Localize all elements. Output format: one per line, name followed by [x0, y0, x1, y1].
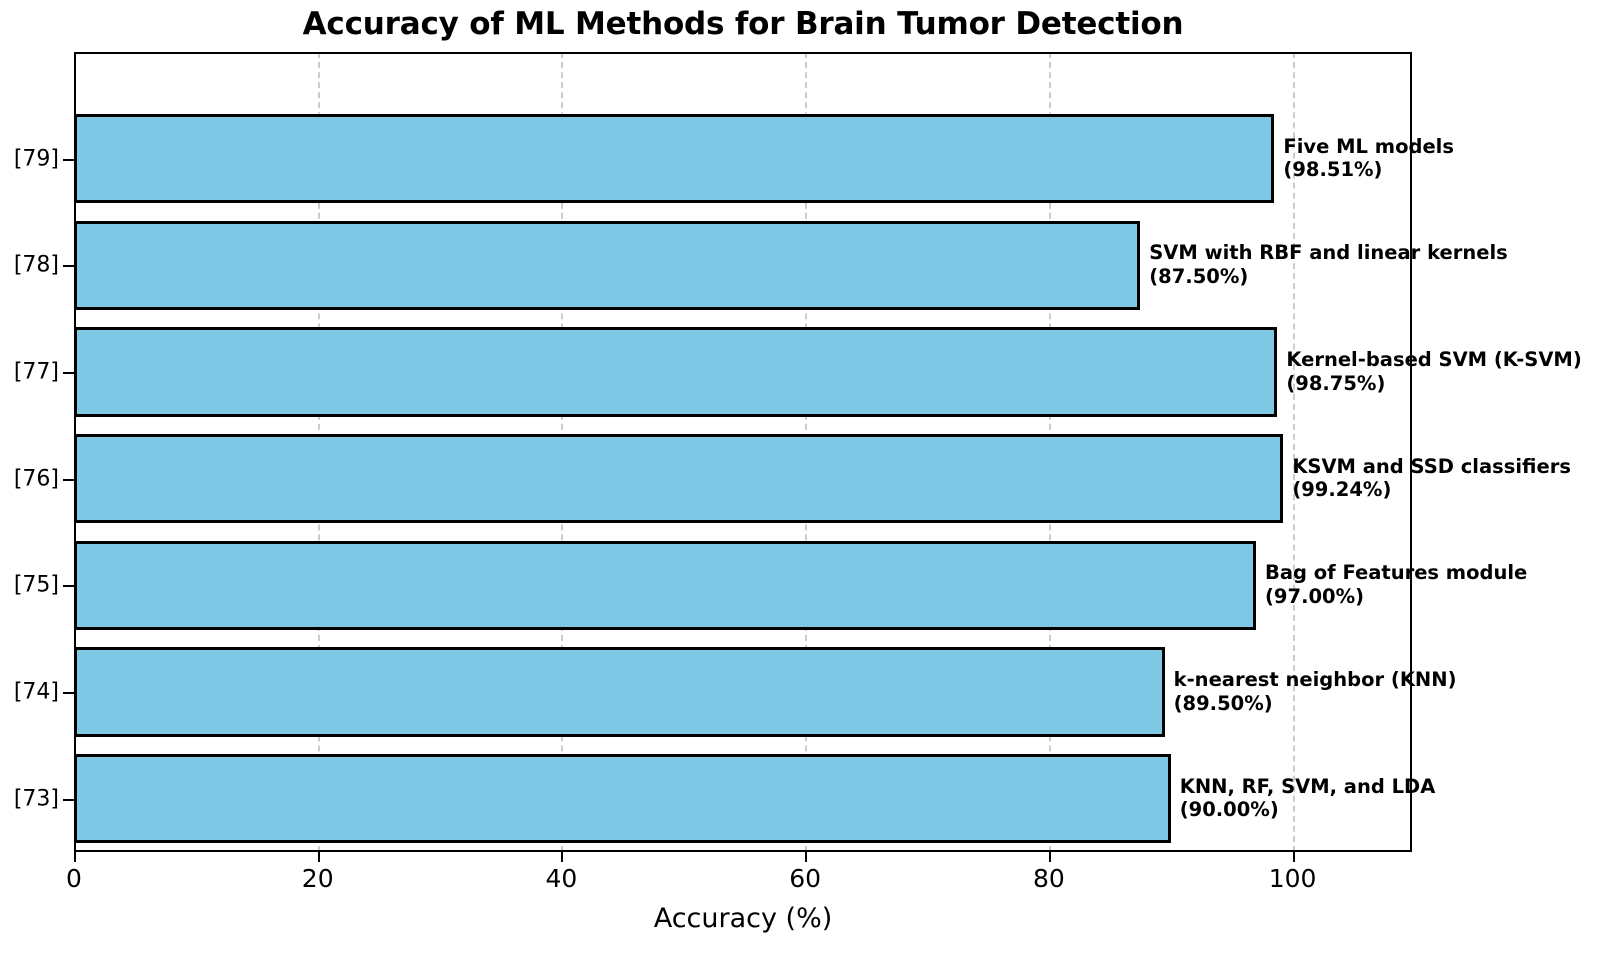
- bar-annotation-method: SVM with RBF and linear kernels: [1149, 241, 1508, 265]
- bar-77[interactable]: [74, 327, 1278, 417]
- bar-annotation-value: (89.50%): [1173, 691, 1273, 715]
- bar-annotation: Bag of Features module(97.00%): [1256, 562, 1527, 610]
- bar-row: Bag of Features module(97.00%): [74, 540, 1527, 631]
- x-tick-label-40: 40: [545, 864, 578, 893]
- bar-annotation-value: (98.75%): [1286, 371, 1386, 395]
- bar-row: Kernel-based SVM (K-SVM)(98.75%): [74, 327, 1582, 417]
- y-tick-label-77: [77]: [13, 359, 59, 385]
- x-tick-mark-80: [1048, 852, 1051, 862]
- y-tick-label-74: [74]: [13, 679, 59, 705]
- bar-76[interactable]: [74, 433, 1284, 524]
- bar-annotation: k-nearest neighbor (KNN)(89.50%): [1165, 668, 1457, 716]
- y-tick-mark: [63, 478, 74, 481]
- x-tick-mark-100: [1292, 852, 1295, 862]
- x-tick-label-100: 100: [1268, 864, 1317, 893]
- bar-row: KSVM and SSD classifiers(99.24%): [74, 433, 1571, 524]
- x-tick-mark-40: [561, 852, 564, 862]
- y-tick-mark: [63, 372, 74, 374]
- bar-75[interactable]: [74, 540, 1257, 631]
- bar-73[interactable]: [74, 753, 1171, 844]
- x-tick-mark-20: [317, 852, 320, 862]
- bar-78[interactable]: [74, 220, 1141, 311]
- x-tick-label-60: 60: [789, 864, 822, 893]
- bar-annotation: Five ML models(98.51%): [1274, 135, 1454, 183]
- x-tick-label-0: 0: [66, 864, 82, 893]
- bar-annotation-value: (90.00%): [1179, 798, 1279, 822]
- y-tick-mark: [63, 585, 74, 588]
- x-axis-label: Accuracy (%): [653, 903, 833, 934]
- bar-annotation-method: Five ML models: [1283, 134, 1454, 158]
- bar-row: k-nearest neighbor (KNN)(89.50%): [74, 647, 1456, 737]
- bar-annotation-value: (97.00%): [1265, 585, 1365, 609]
- bar-annotation-method: Kernel-based SVM (K-SVM): [1286, 348, 1582, 372]
- y-tick-label-75: [75]: [13, 572, 59, 598]
- bar-annotation: SVM with RBF and linear kernels(87.50%): [1140, 242, 1508, 290]
- y-tick-label-78: [78]: [13, 252, 59, 278]
- bar-annotation-value: (99.24%): [1292, 478, 1392, 502]
- gridline-x-100: [1292, 52, 1295, 852]
- y-tick-mark: [63, 158, 74, 161]
- chart-title: Accuracy of ML Methods for Brain Tumor D…: [302, 6, 1184, 42]
- y-tick-mark: [63, 798, 74, 801]
- bar-row: Five ML models(98.51%): [74, 113, 1454, 204]
- plot-area: Five ML models(98.51%) SVM with RBF and l…: [74, 52, 1582, 852]
- y-tick-mark: [63, 265, 74, 268]
- bar-annotation-value: (87.50%): [1149, 265, 1249, 289]
- y-tick-label-73: [73]: [13, 786, 59, 812]
- bar-annotation: Kernel-based SVM (K-SVM)(98.75%): [1277, 348, 1581, 396]
- y-tick-label-76: [76]: [13, 466, 59, 492]
- y-tick-label-79: [79]: [13, 146, 59, 172]
- bar-annotation-method: KNN, RF, SVM, and LDA: [1179, 774, 1436, 798]
- bar-annotation: KSVM and SSD classifiers(99.24%): [1283, 455, 1571, 503]
- bar-row: SVM with RBF and linear kernels(87.50%): [74, 220, 1508, 311]
- x-tick-mark-0: [74, 852, 76, 862]
- bar-annotation: KNN, RF, SVM, and LDA(90.00%): [1171, 775, 1436, 823]
- x-tick-label-80: 80: [1032, 864, 1065, 893]
- bar-79[interactable]: [74, 113, 1275, 204]
- bar-row: KNN, RF, SVM, and LDA(90.00%): [74, 753, 1435, 844]
- bar-annotation-method: k-nearest neighbor (KNN): [1173, 668, 1457, 692]
- y-tick-mark: [63, 692, 74, 694]
- bar-annotation-method: KSVM and SSD classifiers: [1292, 454, 1571, 478]
- x-tick-mark-60: [805, 852, 808, 862]
- bar-annotation-value: (98.51%): [1283, 158, 1383, 182]
- bar-74[interactable]: [74, 647, 1165, 737]
- x-tick-label-20: 20: [301, 864, 334, 893]
- bar-annotation-method: Bag of Features module: [1265, 561, 1528, 585]
